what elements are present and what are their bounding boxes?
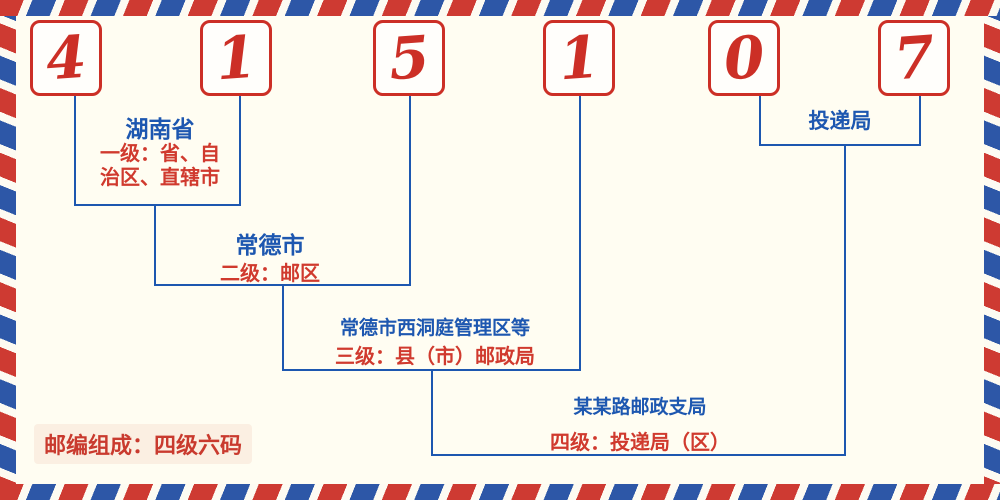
delivery-office-label: 投递局: [808, 110, 872, 133]
digit-box-1: 4: [30, 20, 102, 96]
connector-level4-bottom: [431, 454, 846, 456]
connector-level4-left: [431, 369, 433, 456]
digit-box-5: 0: [708, 20, 780, 96]
connector-level1-bottom: [74, 204, 241, 206]
level1-desc-line1: 一级：省、自: [100, 143, 220, 165]
airmail-border-right: [984, 0, 1000, 500]
digit-box-2: 1: [200, 20, 272, 96]
connector-level2-left: [154, 204, 156, 286]
level3-place-label: 常德市西洞庭管理区等: [339, 318, 530, 339]
level4-desc-label: 四级：投递局（区）: [550, 432, 730, 454]
airmail-border-bottom: [0, 484, 1000, 500]
connector-delivery-bottom: [759, 144, 921, 146]
digit-box-6: 7: [878, 20, 950, 96]
digit-box-3: 5: [373, 20, 445, 96]
connector-level2-right: [409, 96, 411, 286]
level4-place-label: 某某路邮政支局: [573, 397, 707, 418]
level1-desc-label: 一级：省、自 治区、直辖市: [55, 142, 265, 190]
digit-2: 1: [213, 22, 259, 94]
digit-1: 4: [43, 22, 89, 94]
digit-4: 1: [556, 22, 602, 94]
digit-5: 0: [721, 22, 767, 94]
airmail-border-top: [0, 0, 1000, 16]
connector-level1-right: [239, 96, 241, 206]
composition-note: 邮编组成：四级六码: [34, 424, 253, 464]
level1-place-label: 湖南省: [125, 116, 195, 142]
connector-level1-left: [74, 96, 76, 206]
level2-desc-label: 二级：邮区: [220, 263, 320, 285]
digit-box-4: 1: [543, 20, 615, 96]
level3-desc-label: 三级：县（市）邮政局: [335, 346, 535, 368]
digit-3: 5: [386, 22, 432, 94]
digit-6: 7: [891, 22, 937, 94]
connector-level3-right: [579, 96, 581, 371]
connector-level4-right: [844, 144, 846, 456]
airmail-border-left: [0, 0, 16, 500]
connector-delivery-right: [919, 96, 921, 146]
level1-desc-line2: 治区、直辖市: [100, 167, 220, 189]
connector-delivery-left: [759, 96, 761, 146]
level2-place-label: 常德市: [235, 232, 305, 258]
connector-level3-left: [282, 284, 284, 371]
